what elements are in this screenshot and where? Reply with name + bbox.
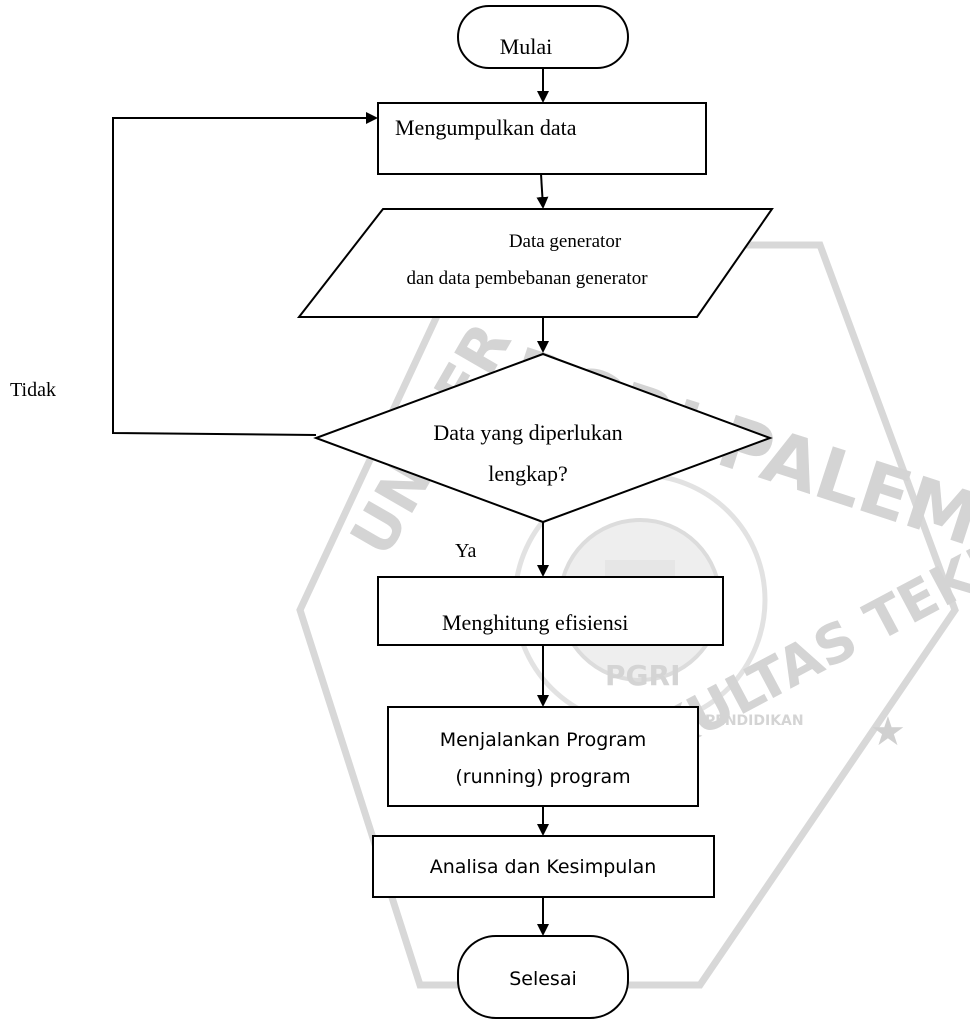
end-label: Selesai (509, 968, 577, 990)
arrow-collect-input (536, 173, 549, 209)
collect-data-box (377, 102, 707, 175)
start-label: Mulai (500, 34, 553, 59)
run-program-line1: Menjalankan Program (440, 729, 647, 751)
efficiency-label: Menghitung efisiensi (442, 610, 628, 635)
decision-line1: Data yang diperlukan (433, 420, 622, 445)
analysis-label: Analisa dan Kesimpulan (430, 856, 657, 878)
decision-line2: lengkap? (488, 461, 567, 486)
watermark-ribbon: PENDIDIKAN (705, 713, 804, 729)
run-program-box (387, 706, 699, 807)
end-terminator (457, 935, 629, 1019)
input-data-line2: dan data pembebanan generator (406, 268, 648, 289)
watermark-badge: PGRI (605, 659, 680, 692)
efficiency-box (377, 576, 724, 646)
yes-label: Ya (455, 540, 476, 562)
input-data-line1: Data generator (509, 231, 622, 252)
no-label: Tidak (10, 379, 56, 401)
collect-data-label: Mengumpulkan data (395, 115, 577, 140)
arrow-loop-no (112, 112, 378, 436)
analysis-box (372, 835, 715, 898)
input-data-parallelogram (296, 208, 774, 318)
watermark-star-icon: ★ (870, 709, 906, 754)
run-program-line2: (running) program (455, 766, 630, 788)
